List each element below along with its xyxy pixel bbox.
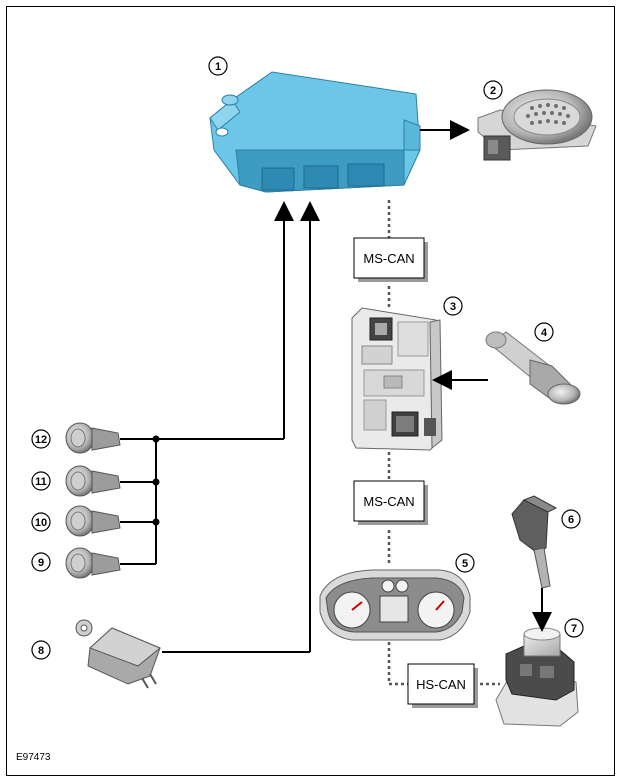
- callout-4: 4: [534, 322, 554, 342]
- ignition-key: [511, 495, 558, 589]
- ms-can-label-upper: MS-CAN: [353, 237, 428, 282]
- svg-text:5: 5: [462, 558, 468, 570]
- ignition-switch: [495, 627, 579, 727]
- callout-12: 12: [31, 429, 51, 449]
- callout-7: 7: [564, 618, 584, 638]
- svg-text:6: 6: [568, 514, 574, 526]
- svg-text:2: 2: [490, 85, 496, 97]
- callout-2: 2: [483, 80, 503, 100]
- parking-sensor-11: [65, 465, 121, 497]
- wiring: [120, 120, 552, 653]
- callout-9: 9: [31, 552, 51, 572]
- callout-3: 3: [443, 296, 463, 316]
- svg-text:3: 3: [450, 301, 456, 313]
- junction-dot: [152, 478, 160, 486]
- callout-8: 8: [31, 640, 51, 660]
- svg-text:MS-CAN: MS-CAN: [363, 494, 414, 509]
- hs-can-label: HS-CAN: [407, 663, 478, 708]
- callout-5: 5: [455, 553, 475, 573]
- svg-text:MS-CAN: MS-CAN: [363, 251, 414, 266]
- figure-id: E97473: [16, 752, 51, 763]
- parking-aid-speaker: [477, 89, 597, 161]
- svg-text:1: 1: [215, 61, 221, 73]
- svg-text:10: 10: [35, 517, 47, 529]
- callout-11: 11: [31, 471, 51, 491]
- parking-aid-module: [209, 71, 421, 193]
- body-control-module: [351, 307, 443, 451]
- parking-sensor-12: [65, 422, 121, 454]
- svg-text:7: 7: [571, 623, 577, 635]
- ms-can-label-lower: MS-CAN: [353, 480, 428, 525]
- svg-text:8: 8: [38, 645, 44, 657]
- svg-text:HS-CAN: HS-CAN: [416, 677, 466, 692]
- can-bus-lines: [387, 200, 500, 686]
- callout-10: 10: [31, 512, 51, 532]
- svg-text:11: 11: [35, 476, 47, 488]
- parking-sensor-10: [65, 505, 121, 537]
- callout-6: 6: [561, 509, 581, 529]
- svg-text:12: 12: [35, 434, 47, 446]
- svg-text:9: 9: [38, 557, 44, 569]
- figure-border: [6, 6, 615, 776]
- aerial-module: [75, 619, 161, 689]
- junction-dot: [152, 518, 160, 526]
- callout-1: 1: [208, 56, 228, 76]
- parking-sensor-9: [65, 547, 121, 579]
- instrument-cluster: [319, 569, 471, 641]
- svg-text:4: 4: [541, 327, 548, 339]
- reverse-lamp-switch: [485, 331, 581, 405]
